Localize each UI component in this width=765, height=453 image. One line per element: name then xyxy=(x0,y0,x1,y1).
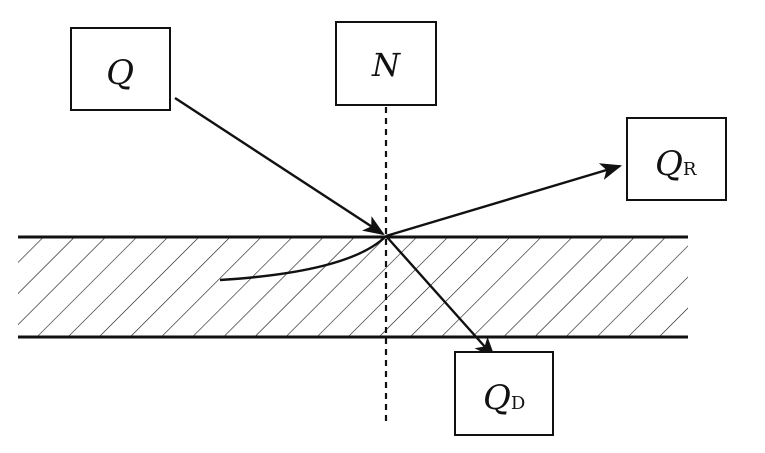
incident-box: Q xyxy=(70,27,171,111)
normal-label: N xyxy=(371,46,401,84)
reflected-label: QR xyxy=(655,144,697,184)
transmitted-label: QD xyxy=(483,378,525,418)
normal-box: N xyxy=(335,21,437,106)
medium-slab xyxy=(18,235,688,339)
incident-ray xyxy=(174,96,385,236)
hatched-region xyxy=(18,237,688,337)
curved-path xyxy=(219,235,387,282)
transmitted-ray xyxy=(385,235,496,359)
reflected-box: QR xyxy=(626,117,727,201)
incident-label: Q xyxy=(106,53,134,93)
transmitted-box: QD xyxy=(454,351,554,436)
reflected-ray xyxy=(385,163,623,238)
